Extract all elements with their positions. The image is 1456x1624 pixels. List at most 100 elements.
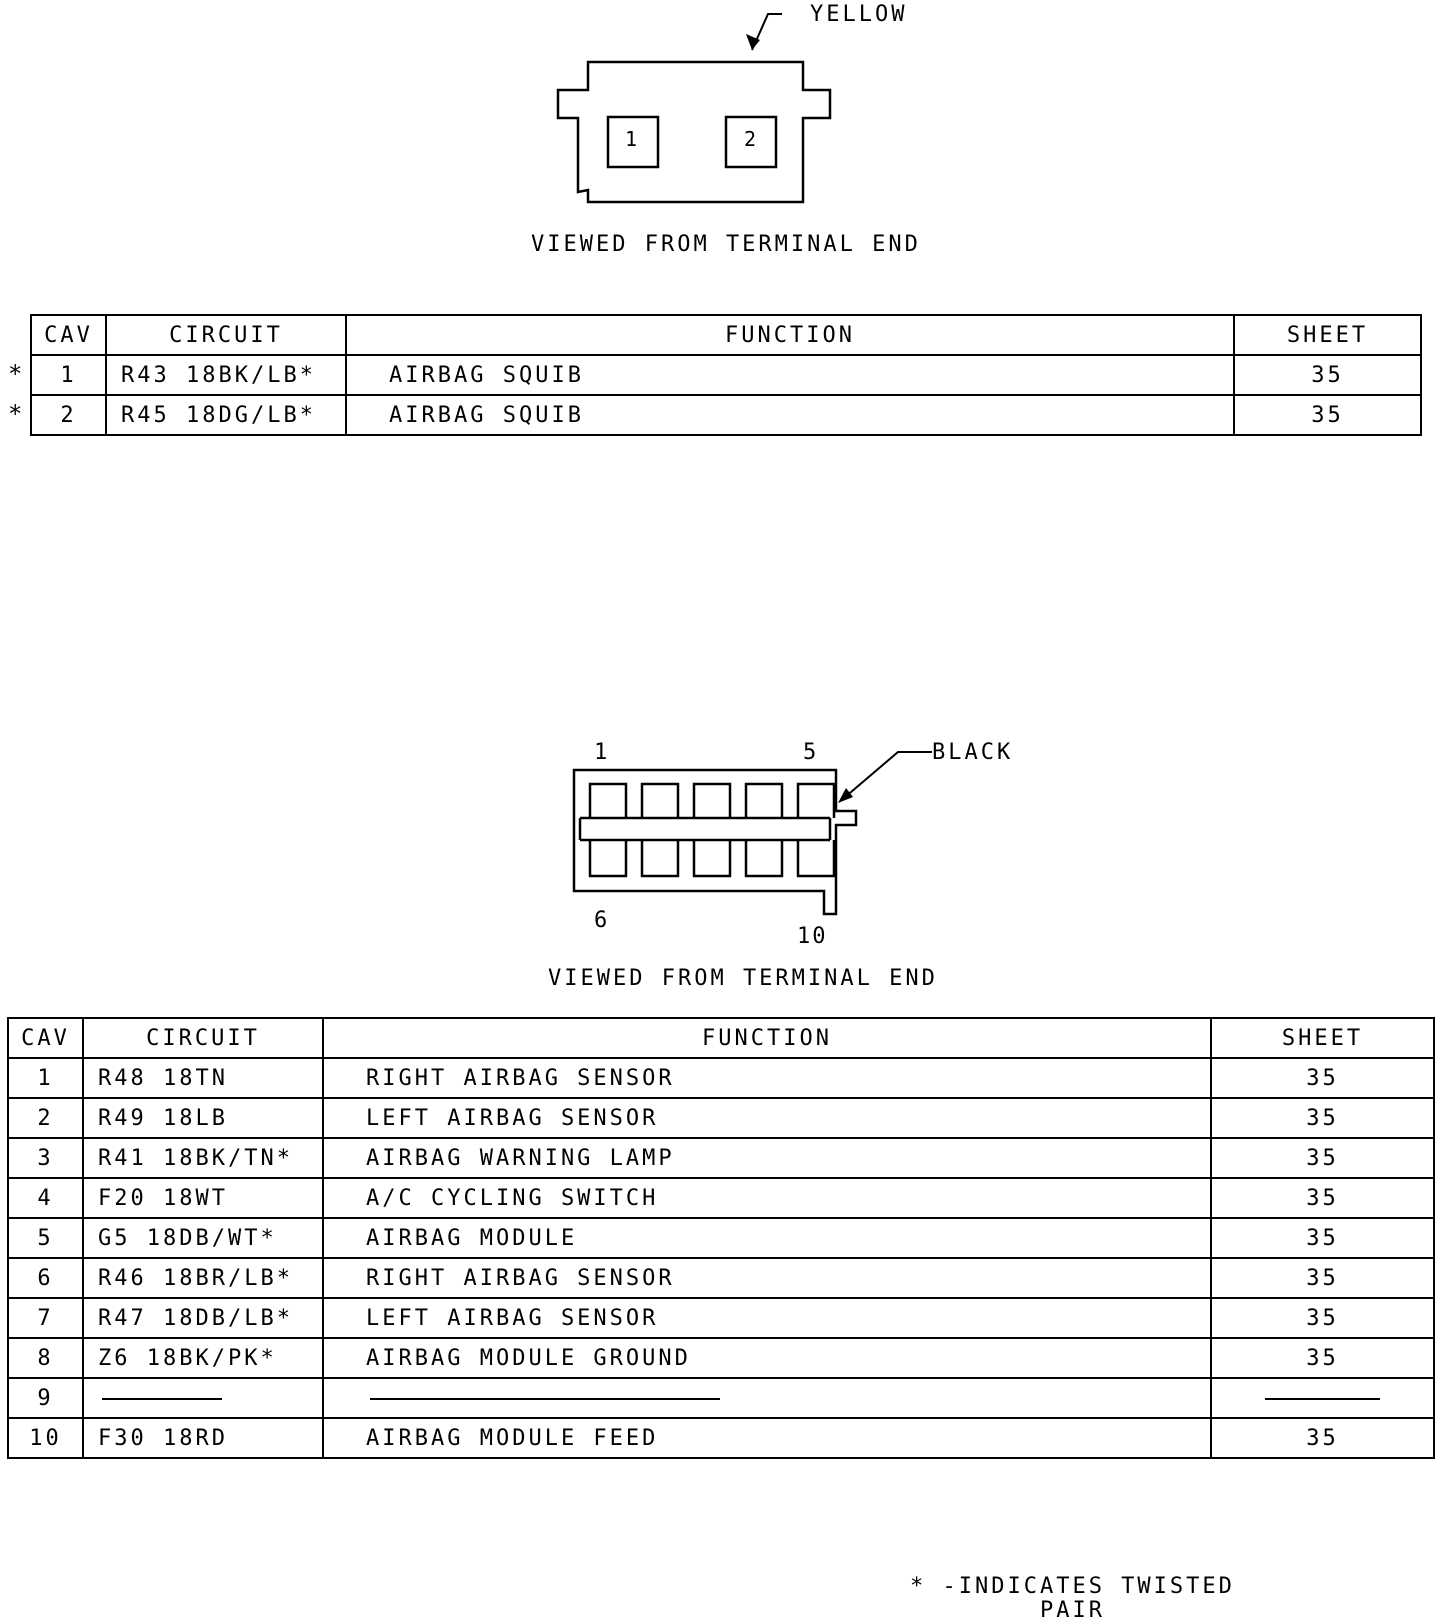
connector-2-pin-label-5: 5 — [803, 740, 817, 765]
connector-2-pin-label-10: 10 — [797, 924, 828, 949]
cell-circuit: R48 18TN — [82, 1057, 324, 1099]
cavity-6 — [588, 840, 628, 878]
cell-cav: 1 — [7, 1057, 84, 1099]
header-circuit: CIRCUIT — [105, 314, 347, 356]
cell-sheet: 35 — [1210, 1337, 1435, 1379]
cell-sheet: 35 — [1210, 1297, 1435, 1339]
cell-circuit: Z6 18BK/PK* — [82, 1337, 324, 1379]
connector-2-pin-label-1: 1 — [594, 740, 608, 765]
connector-2-view-label: VIEWED FROM TERMINAL END — [548, 966, 938, 991]
cell-cav: 2 — [30, 394, 107, 436]
cell-sheet: 35 — [1210, 1257, 1435, 1299]
cell-circuit: R47 18DB/LB* — [82, 1297, 324, 1339]
cell-sheet: 35 — [1210, 1177, 1435, 1219]
cell-function: RIGHT AIRBAG SENSOR — [322, 1257, 1212, 1299]
cell-cav: 3 — [7, 1137, 84, 1179]
table-row: 9 — [7, 1377, 1435, 1419]
cell-circuit: R49 18LB — [82, 1097, 324, 1139]
header-sheet: SHEET — [1233, 314, 1422, 356]
table-row: 2 R45 18DG/LB* AIRBAG SQUIB 35 — [30, 394, 1422, 436]
twisted-pair-marker: * — [8, 360, 23, 388]
cell-circuit: R43 18BK/LB* — [105, 354, 347, 396]
connector-1-pin-1: 1 — [625, 127, 638, 151]
cell-function: LEFT AIRBAG SENSOR — [322, 1297, 1212, 1339]
cell-circuit — [82, 1377, 324, 1419]
cell-cav: 4 — [7, 1177, 84, 1219]
cell-sheet: 35 — [1210, 1097, 1435, 1139]
connector-1-pin-2: 2 — [744, 127, 757, 151]
cavity-9 — [744, 840, 784, 878]
connector-1-pin-table: CAV CIRCUIT FUNCTION SHEET 1 R43 18BK/LB… — [30, 314, 1422, 436]
cell-sheet: 35 — [1233, 354, 1422, 396]
table-header-row: CAV CIRCUIT FUNCTION SHEET — [7, 1017, 1435, 1059]
cell-function: AIRBAG MODULE — [322, 1217, 1212, 1259]
cell-cav: 10 — [7, 1417, 84, 1459]
cell-circuit: F30 18RD — [82, 1417, 324, 1459]
cavity-3 — [692, 782, 732, 818]
cell-cav: 1 — [30, 354, 107, 396]
cell-function: A/C CYCLING SWITCH — [322, 1177, 1212, 1219]
header-cav: CAV — [7, 1017, 84, 1059]
cell-circuit: G5 18DB/WT* — [82, 1217, 324, 1259]
cavity-7 — [640, 840, 680, 878]
cell-cav: 2 — [7, 1097, 84, 1139]
cell-cav: 8 — [7, 1337, 84, 1379]
cell-function: AIRBAG MODULE GROUND — [322, 1337, 1212, 1379]
cell-function — [322, 1377, 1212, 1419]
header-function: FUNCTION — [322, 1017, 1212, 1059]
connector-2-drawing — [572, 751, 932, 916]
legend-twisted-pair: * -INDICATES TWISTED — [910, 1574, 1235, 1599]
cell-circuit: R41 18BK/TN* — [82, 1137, 324, 1179]
header-function: FUNCTION — [345, 314, 1235, 356]
cell-cav: 6 — [7, 1257, 84, 1299]
cell-circuit: R46 18BR/LB* — [82, 1257, 324, 1299]
empty-dash — [1265, 1397, 1380, 1400]
cell-function: AIRBAG MODULE FEED — [322, 1417, 1212, 1459]
cell-circuit: F20 18WT — [82, 1177, 324, 1219]
connector-2-housing — [572, 768, 858, 916]
connector-2-latch-rail — [578, 816, 832, 842]
header-circuit: CIRCUIT — [82, 1017, 324, 1059]
cell-function: AIRBAG WARNING LAMP — [322, 1137, 1212, 1179]
connector-1-color-label: YELLOW — [810, 2, 908, 27]
connector-2-pin-label-6: 6 — [594, 908, 608, 933]
table-row: 1 R43 18BK/LB* AIRBAG SQUIB 35 — [30, 354, 1422, 396]
cell-sheet: 35 — [1210, 1057, 1435, 1099]
cell-sheet: 35 — [1210, 1417, 1435, 1459]
connector-2-arrowhead — [838, 788, 853, 803]
cell-cav: 9 — [7, 1377, 84, 1419]
cavity-8 — [692, 840, 732, 878]
cell-sheet: 35 — [1210, 1137, 1435, 1179]
cavity-1 — [588, 782, 628, 818]
cavity-4 — [744, 782, 784, 818]
cavity-5 — [796, 782, 836, 818]
cell-sheet: 35 — [1233, 394, 1422, 436]
connector-2-color-label: BLACK — [932, 740, 1014, 765]
connector-1-arrowhead — [746, 34, 760, 50]
connector-1-drawing — [556, 13, 832, 204]
connector-1-leader — [751, 13, 782, 51]
cell-function: AIRBAG SQUIB — [345, 394, 1235, 436]
cell-function: RIGHT AIRBAG SENSOR — [322, 1057, 1212, 1099]
cell-cav: 7 — [7, 1297, 84, 1339]
cell-function: AIRBAG SQUIB — [345, 354, 1235, 396]
cell-cav: 5 — [7, 1217, 84, 1259]
connector-2-leader — [843, 751, 932, 799]
connector-1-view-label: VIEWED FROM TERMINAL END — [531, 232, 921, 257]
empty-dash — [370, 1397, 720, 1400]
header-cav: CAV — [30, 314, 107, 356]
header-sheet: SHEET — [1210, 1017, 1435, 1059]
cell-function: LEFT AIRBAG SENSOR — [322, 1097, 1212, 1139]
connector-1-housing — [556, 60, 832, 204]
cavity-2 — [640, 782, 680, 818]
twisted-pair-marker: * — [8, 400, 23, 428]
